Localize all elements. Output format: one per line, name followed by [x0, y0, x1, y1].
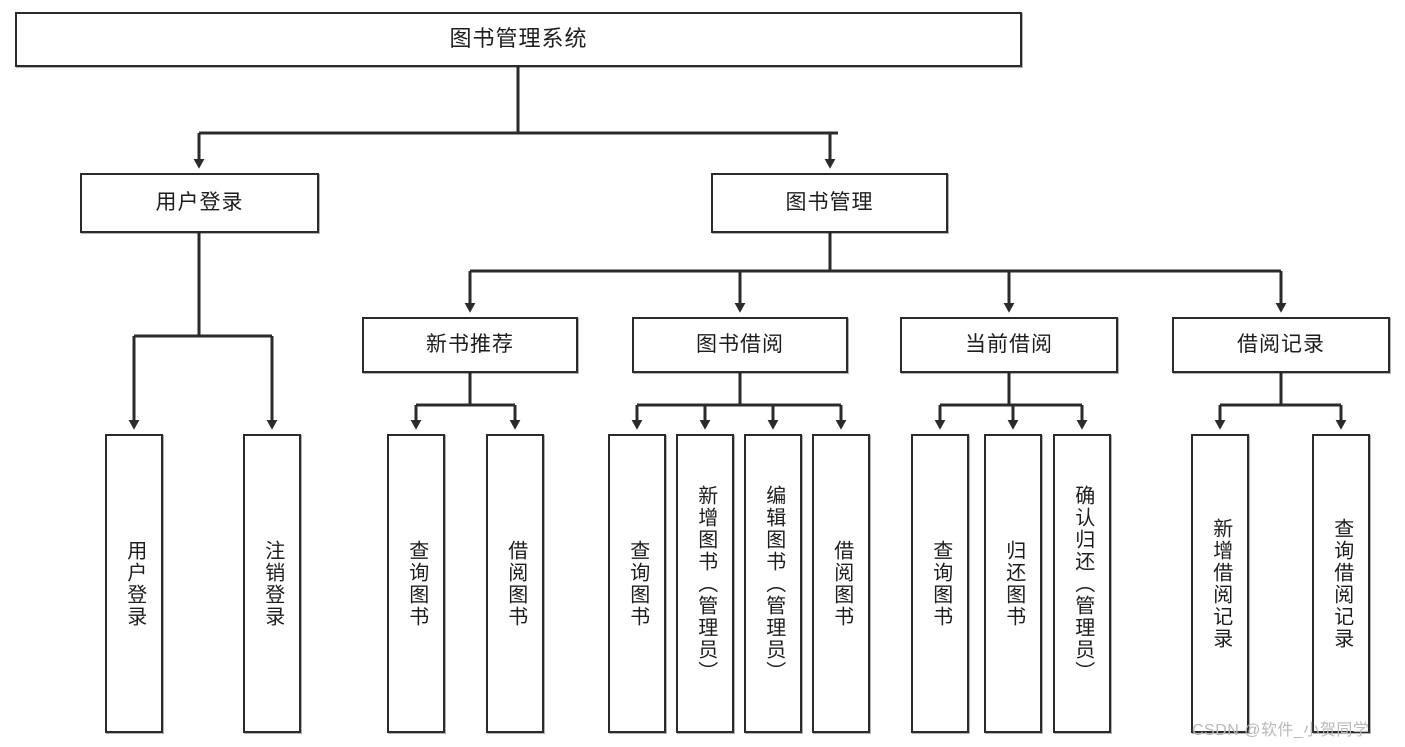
node-leaf-borrow-book-recommend[interactable]: 借阅图书: [486, 434, 544, 733]
node-leaf-add-borrow-record[interactable]: 新增借阅记录: [1191, 434, 1249, 733]
node-label: 借阅记录: [1237, 333, 1325, 357]
node-label: 归还图书: [1002, 539, 1025, 628]
node-label: 注销登录: [261, 539, 284, 628]
node-leaf-add-book-admin[interactable]: 新增图书（管理员）: [676, 434, 734, 733]
node-label: 查询图书: [929, 539, 952, 628]
node-book-borrow[interactable]: 图书借阅: [632, 317, 848, 373]
node-current-borrow[interactable]: 当前借阅: [900, 317, 1118, 373]
node-leaf-edit-book-admin[interactable]: 编辑图书（管理员）: [744, 434, 802, 733]
node-leaf-query-book-current[interactable]: 查询图书: [911, 434, 969, 733]
node-user-login[interactable]: 用户登录: [80, 173, 319, 233]
node-label: 查询图书: [405, 539, 428, 628]
node-leaf-user-login[interactable]: 用户登录: [105, 434, 163, 733]
node-leaf-confirm-return-admin[interactable]: 确认归还（管理员）: [1053, 434, 1111, 733]
node-label: 新书推荐: [426, 333, 514, 357]
node-leaf-return-book[interactable]: 归还图书: [984, 434, 1042, 733]
node-root-system[interactable]: 图书管理系统: [15, 12, 1022, 67]
node-leaf-logout-login[interactable]: 注销登录: [243, 434, 301, 733]
node-leaf-query-book-recommend[interactable]: 查询图书: [387, 434, 445, 733]
node-leaf-query-borrow-record[interactable]: 查询借阅记录: [1312, 434, 1370, 733]
node-root-label: 图书管理系统: [449, 26, 588, 52]
node-label: 新增借阅记录: [1209, 517, 1232, 650]
node-label: 图书借阅: [696, 333, 784, 357]
node-label: 图书管理: [785, 191, 874, 215]
node-label: 用户登录: [155, 191, 244, 215]
node-new-book-recommend[interactable]: 新书推荐: [362, 317, 578, 373]
node-label: 编辑图书（管理员）: [762, 484, 785, 683]
node-label: 借阅图书: [504, 539, 527, 628]
node-borrow-record[interactable]: 借阅记录: [1172, 317, 1390, 373]
watermark-text: CSDN @软件_小贺同学: [1192, 722, 1370, 739]
node-leaf-query-book-borrow[interactable]: 查询图书: [608, 434, 666, 733]
node-label: 用户登录: [123, 539, 146, 628]
node-leaf-borrow-book[interactable]: 借阅图书: [812, 434, 870, 733]
node-label: 查询借阅记录: [1330, 517, 1353, 650]
node-book-manage[interactable]: 图书管理: [711, 173, 948, 233]
node-label: 查询图书: [626, 539, 649, 628]
node-label: 借阅图书: [830, 539, 853, 628]
node-label: 新增图书（管理员）: [694, 484, 717, 683]
node-label: 确认归还（管理员）: [1071, 484, 1094, 683]
node-label: 当前借阅: [965, 333, 1053, 357]
